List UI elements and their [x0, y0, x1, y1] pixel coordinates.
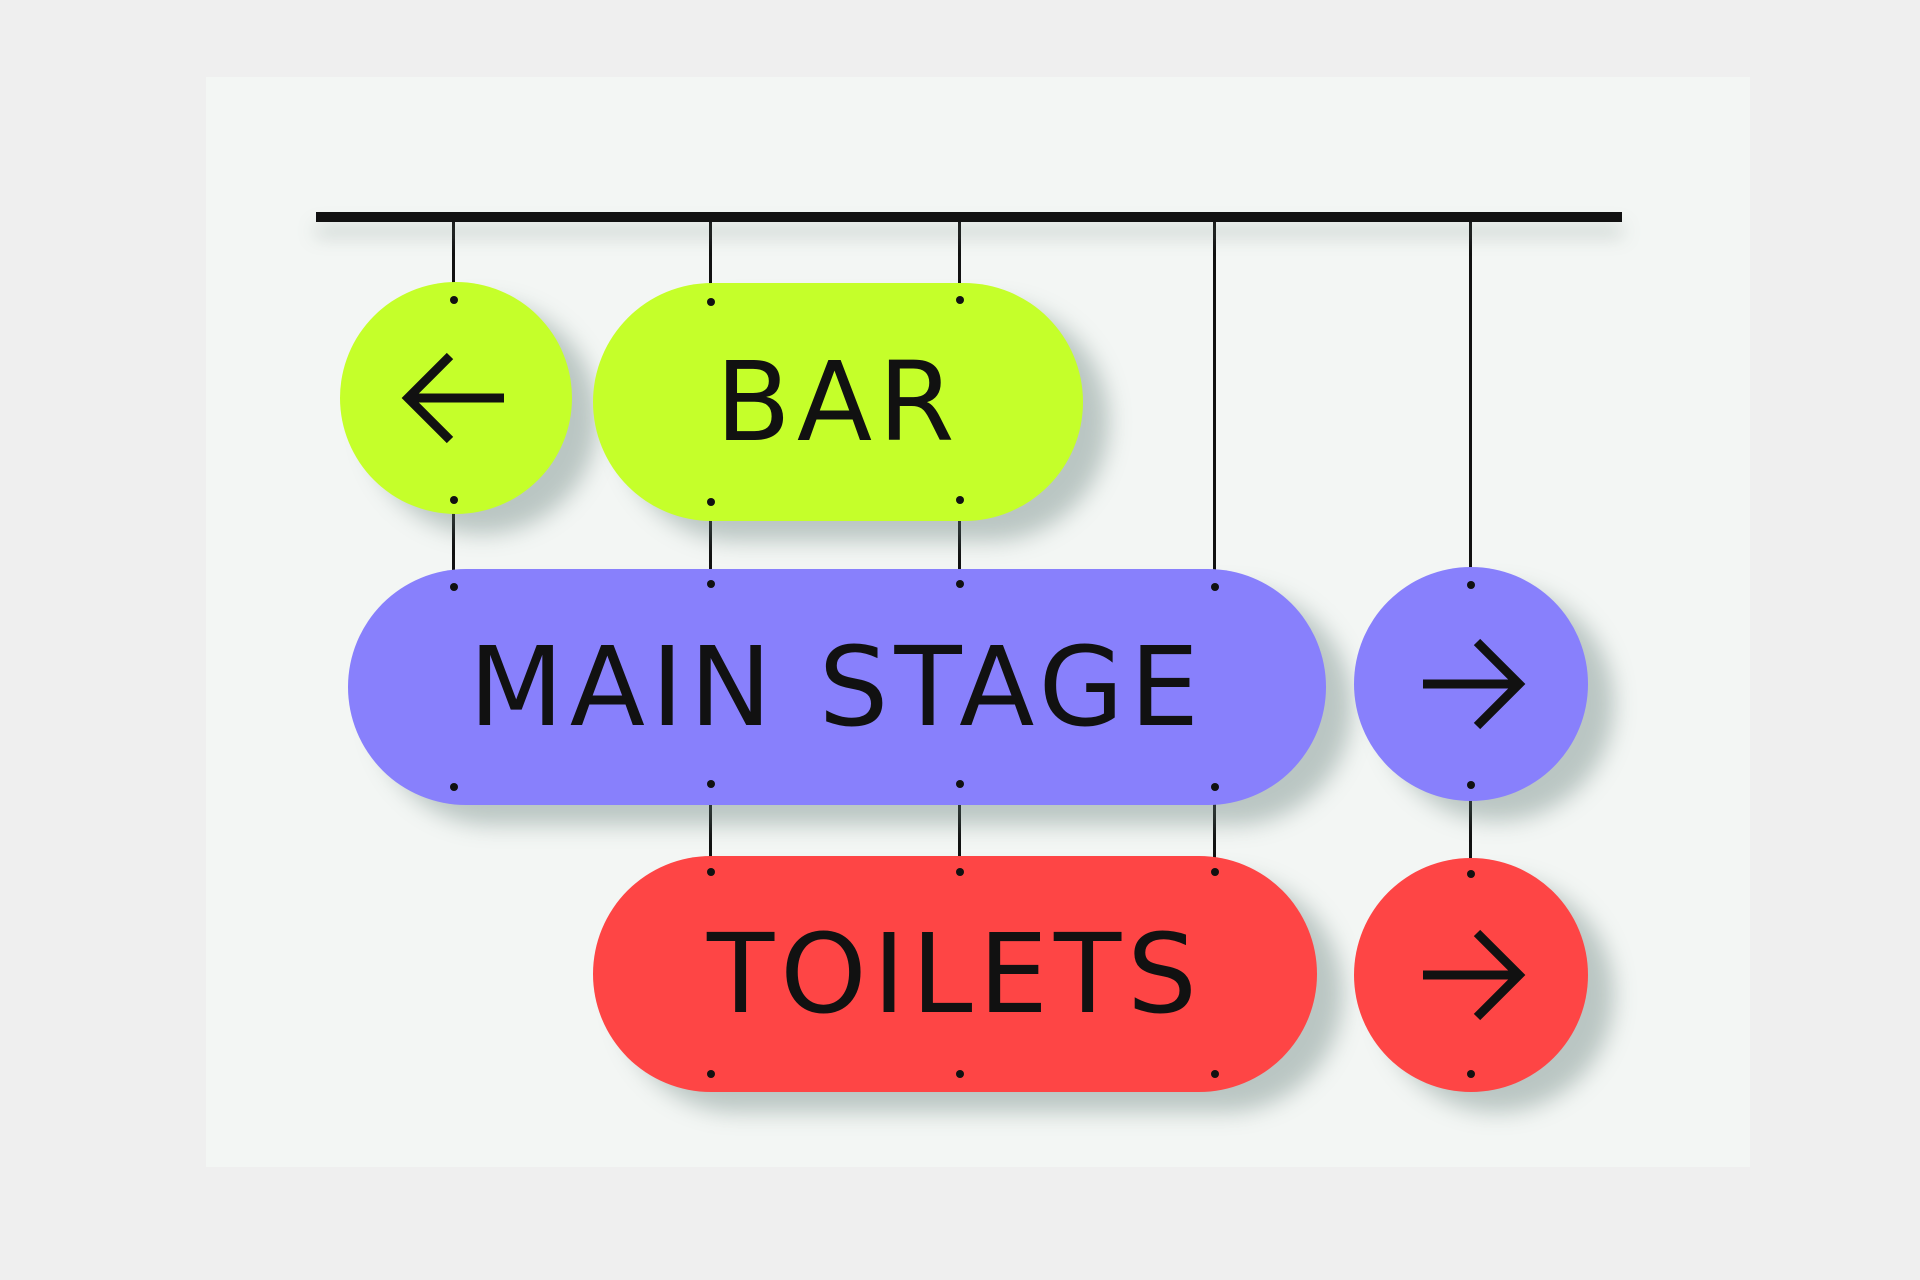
toilets-sign: TOILETS [593, 856, 1317, 1092]
rivet [1211, 1070, 1219, 1078]
wire-3 [958, 220, 961, 860]
rivet [1211, 583, 1219, 591]
rivet [1211, 783, 1219, 791]
arrow-right-icon [1423, 638, 1526, 730]
rivet [956, 496, 964, 504]
rivet [956, 296, 964, 304]
wire-5 [1469, 220, 1472, 860]
main-stage-arrow-sign [1354, 567, 1588, 801]
bar-label: BAR [715, 338, 961, 466]
main-stage-label: MAIN STAGE [468, 623, 1206, 751]
rivet [450, 783, 458, 791]
rivet [707, 298, 715, 306]
rivet [956, 580, 964, 588]
rivet [707, 780, 715, 788]
rivet [707, 868, 715, 876]
wire-2 [709, 220, 712, 860]
rivet [1467, 1070, 1475, 1078]
wire-4 [1213, 220, 1216, 860]
rivet [956, 1070, 964, 1078]
rivet [1467, 870, 1475, 878]
rivet [1211, 868, 1219, 876]
rivet [450, 583, 458, 591]
rivet [707, 498, 715, 506]
rivet [707, 580, 715, 588]
toilets-label: TOILETS [706, 910, 1204, 1038]
rivet [707, 1070, 715, 1078]
toilets-arrow-sign [1354, 858, 1588, 1092]
bar-arrow-sign [340, 282, 572, 514]
rivet [450, 496, 458, 504]
rivet [1467, 781, 1475, 789]
bar-sign: BAR [593, 283, 1083, 521]
arrow-left-icon [401, 352, 504, 444]
main-stage-sign: MAIN STAGE [348, 569, 1326, 805]
rivet [450, 296, 458, 304]
hanging-rail [316, 212, 1622, 222]
arrow-right-icon [1423, 929, 1526, 1021]
rivet [956, 868, 964, 876]
rivet [1467, 581, 1475, 589]
rivet [956, 780, 964, 788]
